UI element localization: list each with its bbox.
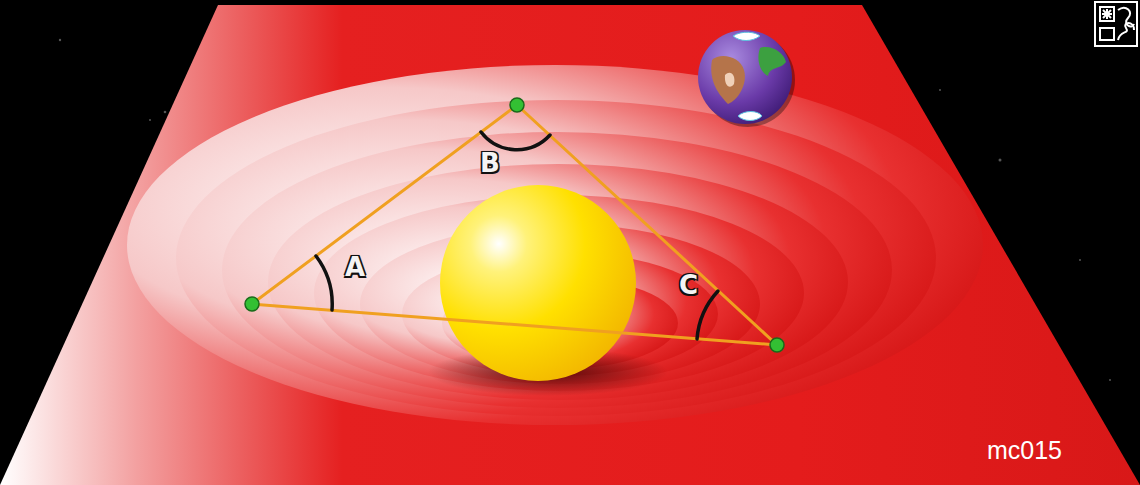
watermark-code: mc015	[987, 438, 1062, 463]
angle-label: C	[679, 272, 698, 298]
angle-label: A	[345, 254, 365, 280]
angle-label: B	[480, 150, 500, 176]
